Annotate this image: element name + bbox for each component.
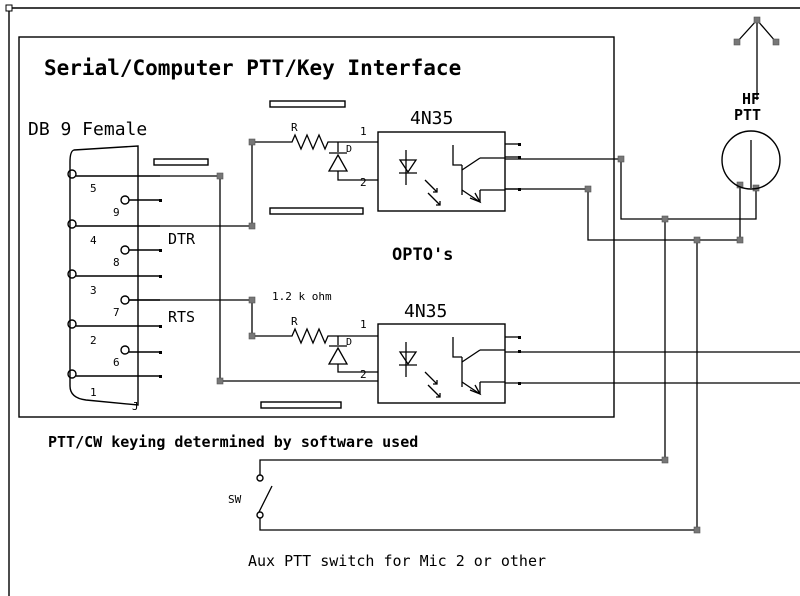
top-diode: D <box>327 144 352 172</box>
pin-number-5: 5 <box>90 182 97 195</box>
top-opto-label: 4N35 <box>410 108 453 129</box>
connector-label: DB 9 Female <box>28 119 147 140</box>
switch-caption: Aux PTT switch for Mic 2 or other <box>248 552 546 570</box>
aux-ptt-switch: SW Aux PTT switch for Mic 2 or other <box>228 456 701 570</box>
top-pin2-label: 2 <box>360 176 367 189</box>
pin-number-8: 8 <box>113 256 120 269</box>
top-optocoupler <box>377 131 506 212</box>
bottom-optocoupler <box>377 323 506 404</box>
decor-bar <box>269 100 346 108</box>
decor-bar <box>260 401 342 409</box>
decor-bar <box>153 158 209 166</box>
pin-1-circle <box>67 369 77 379</box>
dtr-label: DTR <box>168 230 196 248</box>
bottom-channel: 1.2 k ohm R D 1 2 4N35 <box>129 290 800 404</box>
pin-number-2: 2 <box>90 334 97 347</box>
pin-number-1: 1 <box>90 386 97 399</box>
bottom-pin1-label: 1 <box>360 318 367 331</box>
pin-7-circle <box>120 295 130 305</box>
hf-radio-ptt: HF PTT <box>721 16 781 190</box>
pin-number-7: 7 <box>113 306 120 319</box>
decor-bar <box>269 207 364 215</box>
pin-3-circle <box>67 269 77 279</box>
diagram-title: Serial/Computer PTT/Key Interface <box>44 56 461 80</box>
bottom-opto-internals <box>398 337 505 398</box>
bottom-pin2-label: 2 <box>360 368 367 381</box>
top-diode-label: D <box>346 144 352 155</box>
top-resistor <box>285 133 344 151</box>
bottom-resistor-label: R <box>291 315 298 328</box>
connector-end-label: J <box>132 400 139 413</box>
ptt-circle <box>721 130 781 190</box>
top-resistor-label: R <box>291 121 298 134</box>
pin-number-3: 3 <box>90 284 97 297</box>
db9-connector: DB 9 Female 5 9 4 8 3 7 2 6 1 J DTR RTS <box>28 119 196 413</box>
top-opto-internals <box>398 145 505 206</box>
pin-number-9: 9 <box>113 206 120 219</box>
pin-number-6: 6 <box>113 356 120 369</box>
antenna-icon <box>733 16 780 100</box>
footer-note: PTT/CW keying determined by software use… <box>48 433 418 451</box>
pin-number-4: 4 <box>90 234 97 247</box>
bottom-resistor <box>285 327 344 345</box>
bottom-diode: D <box>327 337 352 365</box>
bottom-diode-label: D <box>346 337 352 348</box>
ptt-label: PTT <box>734 106 761 124</box>
hf-label: HF <box>742 90 760 108</box>
pin-2-circle <box>67 319 77 329</box>
optos-label: OPTO's <box>392 245 453 265</box>
pin-6-circle <box>120 345 130 355</box>
interface-enclosure <box>18 36 615 418</box>
pin-9-circle <box>120 195 130 205</box>
outer-frame <box>5 4 800 596</box>
pin-5-circle <box>67 169 77 179</box>
db9-shell <box>69 145 139 406</box>
top-pin1-label: 1 <box>360 125 367 138</box>
pin-8-circle <box>120 245 130 255</box>
radio-output-wiring <box>216 138 760 530</box>
top-channel: R D 1 2 4N35 <box>160 108 521 382</box>
bottom-resistor-value: 1.2 k ohm <box>272 290 332 303</box>
bottom-opto-label: 4N35 <box>404 301 447 322</box>
rts-label: RTS <box>168 308 195 326</box>
pin-4-circle <box>67 219 77 229</box>
switch-label: SW <box>228 493 242 506</box>
